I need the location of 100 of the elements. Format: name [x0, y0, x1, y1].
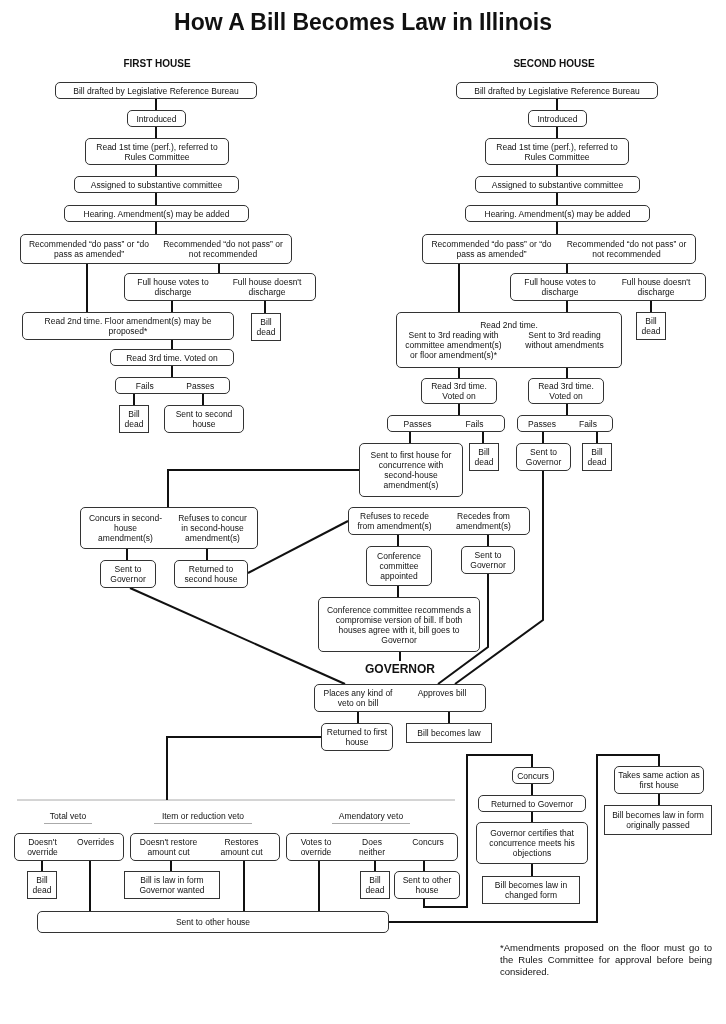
process-box	[517, 415, 613, 432]
process-box	[127, 110, 186, 127]
outcome-box	[124, 871, 220, 899]
node-text: Full house votes to discharge	[523, 277, 597, 297]
process-box	[478, 795, 586, 812]
connector-line	[41, 860, 43, 872]
connector-line	[202, 393, 204, 406]
node-text: Concurs	[517, 770, 549, 781]
connector-line	[531, 863, 533, 877]
connector-line	[423, 860, 425, 872]
connector-line	[126, 548, 128, 561]
connector-line	[531, 783, 533, 796]
connector-line	[423, 754, 533, 908]
title: How A Bill Becomes Law in Illinois	[173, 8, 553, 36]
node-text: Hearing. Amendment(s) may be added	[484, 208, 631, 219]
node-text: Bill drafted by Legislative Reference Bureau	[474, 85, 640, 96]
connector-line	[482, 431, 484, 444]
node-text: Sent to Governor	[469, 550, 507, 570]
node-text: Recommended “do not pass” or not recommended	[162, 239, 284, 259]
node-text: Bill dead	[640, 316, 662, 336]
node-text: Introduced	[136, 113, 177, 124]
connector-line	[556, 192, 558, 206]
node-text: Concurs in second-house amendment(s)	[87, 513, 164, 543]
connector-line	[397, 585, 399, 598]
process-box	[394, 871, 460, 899]
process-box	[22, 312, 234, 340]
connector-line	[155, 192, 157, 206]
process-box	[20, 234, 292, 264]
node-text: Overrides	[76, 837, 115, 847]
node-text: Assigned to substantive committee	[491, 179, 624, 190]
connector-line	[129, 587, 346, 685]
process-box	[318, 597, 480, 652]
connector-line	[458, 263, 460, 313]
connector-line	[399, 651, 401, 662]
process-box	[100, 560, 156, 588]
connector-line	[264, 300, 266, 314]
section-heading: GOVERNOR	[360, 661, 440, 677]
node-text: Bill dead	[255, 317, 277, 337]
node-text: Hearing. Amendment(s) may be added	[83, 208, 230, 219]
node-text: Votes to override	[299, 837, 333, 857]
process-box	[14, 833, 124, 861]
process-box	[421, 378, 497, 404]
node-text: Read 3rd time. Voted on	[126, 352, 218, 363]
process-box	[485, 138, 629, 165]
connector-line	[247, 520, 349, 574]
node-text: Refuses to concur in second-house amendment(s)	[177, 513, 248, 543]
connector-line	[448, 711, 450, 724]
connector-line	[650, 300, 652, 313]
connector-line	[454, 470, 544, 685]
process-box	[359, 443, 463, 497]
process-box	[510, 273, 706, 301]
node-text: Doesn't override	[26, 837, 59, 857]
connector-line	[166, 736, 322, 801]
connector-line	[155, 126, 157, 139]
connector-line	[556, 126, 558, 139]
node-text: Read 3rd time. Voted on	[537, 381, 595, 401]
process-box	[37, 911, 389, 933]
process-box	[475, 176, 640, 193]
process-box	[461, 546, 515, 574]
node-text: Read 1st time (perf.), referred to Rules Committee	[495, 141, 619, 162]
process-box	[174, 560, 248, 588]
process-box	[512, 767, 554, 784]
connector-line	[133, 393, 135, 406]
connector-line	[171, 339, 173, 350]
process-box	[124, 273, 316, 301]
connector-line	[167, 469, 360, 508]
node-text: Recommended “do pass” or “do pass as amended”	[430, 239, 553, 259]
node-text: Sent to second house	[174, 409, 234, 429]
connector-line	[374, 860, 376, 872]
node-text: Bill dead	[123, 409, 145, 429]
node-text: Assigned to substantive committee	[90, 179, 223, 190]
node-text: Sent to first house for concurrence with second-house amendment(s)	[369, 450, 453, 490]
node-text: Read 3rd time. Voted on	[430, 381, 488, 401]
node-text: Bill is law in form Governor wanted	[138, 875, 206, 895]
section-heading: Amendatory veto	[332, 810, 410, 824]
process-box	[348, 507, 530, 535]
connector-line	[86, 263, 88, 313]
connector-line	[658, 793, 660, 806]
node-text: Bill dead	[586, 447, 608, 467]
connector-line	[89, 860, 91, 912]
node-text: Doesn't restore amount cut	[138, 837, 199, 857]
process-box	[314, 684, 486, 712]
process-box	[465, 205, 650, 222]
section-heading: SECOND HOUSE	[512, 57, 596, 71]
node-text: Recommended “do not pass” or not recommended	[565, 239, 688, 259]
node-text: Governor certifies that concurrence meets his objections	[488, 828, 576, 858]
process-box	[130, 833, 280, 861]
connector-line	[218, 263, 220, 274]
node-text: Restores amount cut	[219, 837, 264, 857]
connector-line	[556, 98, 558, 111]
connector-line	[206, 548, 208, 561]
node-text: Fails	[578, 418, 598, 429]
node-text: Fails	[464, 418, 485, 429]
node-text: Places any kind of veto on bill	[322, 688, 394, 708]
connector-line	[531, 811, 533, 823]
connector-line	[566, 367, 568, 379]
node-text: Recommended “do pass” or “do pass as amended”	[28, 239, 150, 259]
node-text: Passes	[402, 418, 433, 429]
node-text: Sent to Governor	[109, 564, 147, 584]
node-text: Bill dead	[31, 875, 53, 895]
